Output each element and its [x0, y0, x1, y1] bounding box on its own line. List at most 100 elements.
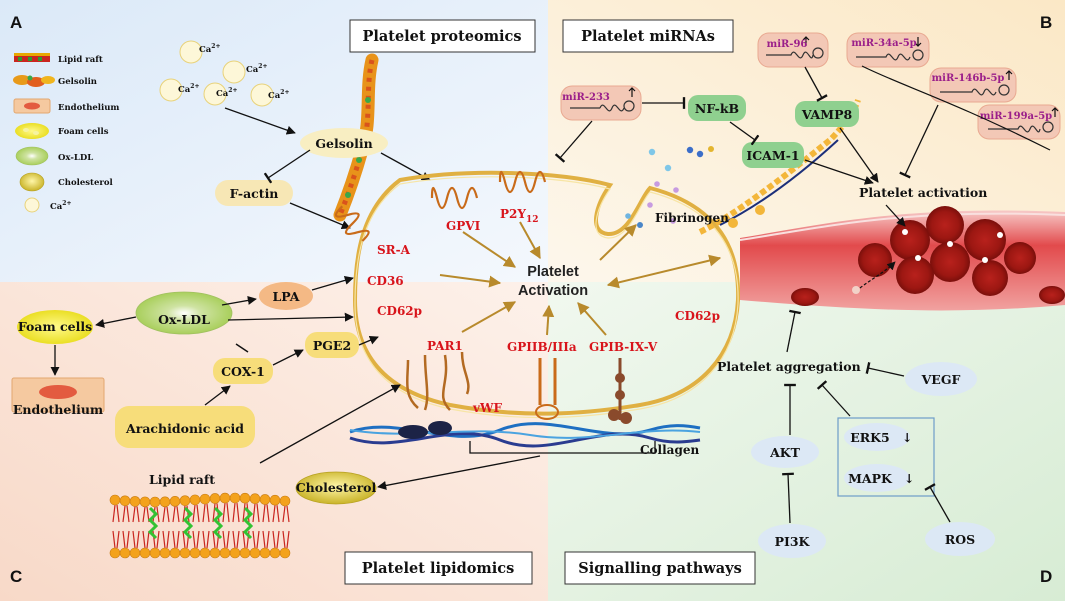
legend-cholesterol-label: Cholesterol: [58, 178, 114, 188]
collagen-fibres: [349, 421, 701, 448]
ox-ldl-label: Ox-LDL: [158, 312, 210, 327]
vwf-label: vWF: [472, 401, 502, 415]
mir34a-box: [846, 32, 930, 68]
collagen-label: Collagen: [640, 443, 699, 457]
par1-label: PAR1: [427, 339, 463, 353]
mir34a-label: miR-34a-5p: [851, 38, 916, 49]
inhibit-aggregation-to-vessel: [786, 309, 801, 353]
mir199a-box: [977, 104, 1061, 140]
inhibit-mirs-to-activation: [899, 104, 939, 179]
corner-label-d: D: [1040, 567, 1052, 586]
corner-label-b: B: [1040, 13, 1052, 32]
cholesterol-label: Cholesterol: [296, 480, 377, 495]
inhibit-pi3k-to-akt: [782, 472, 794, 524]
gpvi-receptor: [430, 186, 479, 210]
section-box-mirnas: [562, 19, 734, 53]
legend-foam-cells-label: Foam cells: [58, 127, 109, 137]
inhibit-ros-to-mapk: [924, 483, 951, 523]
icam1-node: [742, 142, 804, 168]
arrow-oxldl-to-lpa: [221, 295, 257, 306]
icam1-label: ICAM-1: [746, 148, 799, 163]
arrow-raft-to-membrane: [259, 384, 401, 464]
bracket-mirs: [861, 65, 1051, 151]
gpib-receptor: [608, 358, 632, 424]
single-rbc: [791, 286, 1065, 306]
calcium-ions: Ca2+ Ca2+ Ca2+ Ca2+ Ca2+: [159, 40, 289, 107]
nfkb-node: [688, 95, 746, 121]
ca-label-2: Ca2+: [246, 63, 267, 75]
mir96-box: [757, 32, 829, 68]
mir96-label: miR-96: [767, 39, 808, 50]
section-box-lipidomics: [344, 551, 533, 585]
ca-label-5: Ca2+: [268, 89, 289, 101]
gelsolin-node: [300, 128, 388, 158]
mir146b-label: miR-146b-5p: [932, 73, 1005, 84]
gelsolin-label: Gelsolin: [315, 136, 372, 151]
erk5-down-arrow: ↓: [902, 430, 912, 445]
corner-label-c: C: [10, 567, 22, 586]
ros-node: [925, 522, 995, 556]
granule-particles: [625, 146, 714, 228]
gpib-label: GPIB-IX-V: [589, 340, 658, 354]
corner-label-a: A: [10, 13, 22, 32]
f-actin-label: F-actin: [230, 186, 279, 201]
ca-label-4: Ca2+: [216, 87, 237, 99]
arrow-factin-to-sra: [289, 202, 351, 230]
endothelium-icon: [11, 377, 105, 413]
gpvi-label: GPVI: [446, 219, 481, 233]
mir146b-box: [929, 67, 1017, 103]
legend-gelsolin-icon: [13, 75, 55, 87]
lipid-raft-bilayer: [109, 492, 291, 559]
inhibit-gelsolin-to-factin: [263, 149, 311, 184]
legend-lipid-raft-label: Lipid raft: [58, 55, 103, 65]
arrow-icam1-to-activation: [804, 159, 874, 185]
arrow-pge2-to-platelet: [358, 335, 379, 346]
par1-receptor: [405, 351, 470, 411]
vamp8-label: VAMP8: [801, 107, 853, 122]
legend-ox-ldl-label: Ox-LDL: [58, 153, 93, 163]
gpiib-receptor: [535, 358, 559, 420]
p2y12-receptor: [498, 170, 547, 194]
vegf-node: [905, 362, 977, 396]
foam-cells-node: [17, 310, 93, 344]
section-box-signalling: [564, 551, 756, 585]
vamp8-node: [795, 101, 859, 127]
ros-label: ROS: [945, 532, 975, 547]
inhibit-vegf-to-aggregation: [865, 362, 905, 377]
lpa-label: LPA: [273, 289, 300, 304]
legend-calcium-label: Ca2+: [50, 200, 71, 212]
nfkb-label: NF-kB: [695, 101, 739, 116]
gpiib-label: GPIIB/IIIa: [507, 340, 577, 354]
legend-endothelium-icon: [13, 98, 51, 114]
inhibit-nfkb-to-icam1: [729, 121, 760, 146]
arrow-oxldl-to-cd62p: [227, 312, 354, 322]
pge2-label: PGE2: [313, 338, 351, 353]
arrow-oxldl-to-foam: [95, 316, 137, 328]
section-title-mirnas: Platelet miRNAs: [581, 28, 715, 45]
cd62p-left-label: CD62p: [377, 304, 422, 318]
foam-cells-label: Foam cells: [18, 319, 92, 334]
legend-calcium-icon: [24, 197, 40, 213]
p2y12-label: P2Y12: [500, 207, 538, 225]
akt-node: [751, 436, 819, 468]
arrow-collagen-to-cholesterol: [377, 455, 541, 490]
legend-endothelium-label: Endothelium: [58, 103, 119, 113]
cd36-label: CD36: [367, 274, 404, 288]
sra-receptor: [334, 205, 370, 242]
arrow-lpa-to-cd36: [311, 275, 354, 291]
f-actin-node: [215, 180, 293, 206]
fibrinogen-label: Fibrinogen: [655, 211, 729, 225]
erk5-label: ERK5: [850, 430, 889, 445]
arachidonic-label: Arachidonic acid: [125, 421, 244, 436]
ca-label-3: Ca2+: [178, 83, 199, 95]
sra-label: SR-A: [377, 243, 411, 257]
pge2-node: [305, 332, 359, 358]
ca-label-1: Ca2+: [199, 43, 220, 55]
inhibit-mir96-to-vamp8: [804, 66, 828, 102]
inhibit-mir233-to-p2y12: [554, 120, 593, 163]
legend-gelsolin-label: Gelsolin: [58, 77, 97, 87]
pi3k-label: PI3K: [775, 534, 811, 549]
cox1-inhibit-bar: [235, 343, 249, 353]
